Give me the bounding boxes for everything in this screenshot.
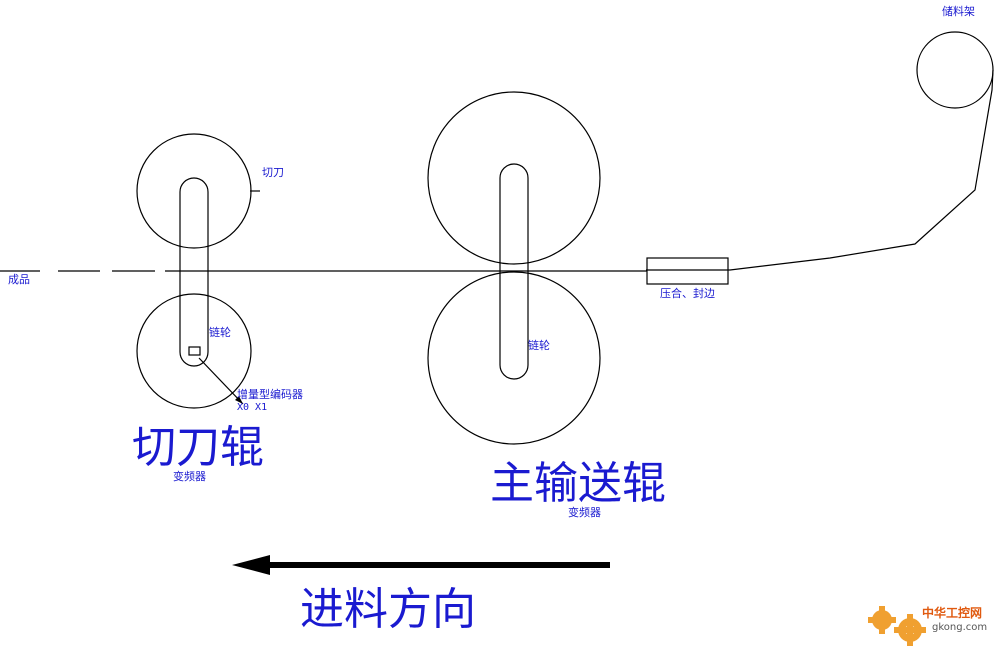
watermark-site: gkong.com	[932, 622, 987, 633]
feed-direction-arrowhead	[232, 555, 270, 575]
main-roll-top	[427, 91, 601, 265]
main-roll-bottom	[427, 271, 601, 445]
sprocket-left-label: 链轮	[209, 325, 231, 339]
main-roller-title: 主输送辊	[490, 458, 666, 509]
storage-rack-roll	[916, 31, 994, 109]
encoder-io-label: X0 X1	[237, 402, 267, 413]
watermark-logo: 中华工控网 gkong.com	[868, 605, 987, 646]
encoder-arrowhead	[235, 396, 243, 404]
encoder-label: 增量型编码器	[237, 387, 303, 401]
feed-direction-label: 进料方向	[300, 584, 476, 635]
inverter-left-label: 变频器	[173, 469, 206, 483]
material-feed-line	[646, 69, 994, 271]
main-chain-belt	[499, 163, 529, 380]
cutter-roll-top	[136, 133, 252, 249]
product-label: 成品	[8, 273, 30, 286]
inverter-right-label: 变频器	[568, 505, 601, 519]
cutter-chain-belt	[179, 177, 209, 367]
encoder-pointer	[198, 357, 244, 405]
press-seal-box	[646, 257, 729, 285]
sprocket-right-label: 链轮	[528, 338, 550, 352]
cutter-label: 切刀	[262, 166, 284, 179]
encoder-mount	[188, 346, 201, 356]
storage-rack-label: 储料架	[942, 4, 975, 18]
gear-icon	[868, 606, 926, 646]
press-seal-label: 压合、封边	[660, 286, 715, 300]
cutter-roller-title: 切刀辊	[132, 422, 264, 473]
cutter-roll-bottom	[136, 293, 252, 409]
watermark-brand: 中华工控网	[922, 605, 982, 620]
